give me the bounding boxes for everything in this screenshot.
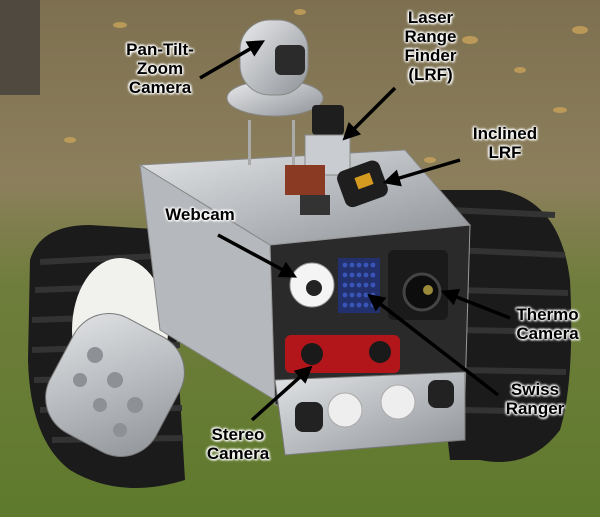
thermo-arrow: [440, 288, 511, 320]
lrf-label: Laser Range Finder (LRF): [404, 8, 457, 84]
sonar-right: [380, 384, 416, 420]
tree-trunk: [0, 0, 40, 95]
ptz-mast-right: [292, 120, 295, 165]
ptz-mast-left: [248, 120, 251, 165]
stereo-lens-right: [369, 341, 391, 363]
ptz-lens-window: [275, 45, 305, 75]
top-connector: [300, 195, 330, 215]
swiss-ranger-label: Swiss Ranger: [505, 380, 565, 418]
lrf-arrow: [342, 86, 397, 141]
stereo-camera-label: Stereo Camera: [206, 425, 270, 463]
plate-holes: [73, 347, 143, 437]
leaves: [64, 9, 588, 163]
webcam-lens: [306, 280, 322, 296]
thermo-camera-lens: [402, 272, 442, 312]
lrf-unit: [312, 105, 344, 135]
webcam-arrow: [217, 233, 298, 278]
ptz-arrow: [199, 40, 266, 80]
top-electronics: [285, 165, 325, 195]
ptz-camera-label: Pan-Tilt- Zoom Camera: [126, 40, 194, 97]
inclined-lrf-arrow: [382, 158, 461, 187]
webcam-label: Webcam: [165, 205, 235, 224]
sonar-left: [327, 392, 363, 428]
stereo-lens-left: [301, 343, 323, 365]
swiss-arrow: [367, 293, 500, 397]
inclined-lrf-label: Inclined LRF: [472, 124, 538, 162]
thermo-lens-glint: [423, 285, 433, 295]
ptz-body: [239, 19, 309, 96]
inclined-lrf-accent: [354, 172, 374, 190]
thermo-camera-label: Thermo Camera: [516, 305, 579, 343]
stereo-arrow: [250, 365, 313, 422]
bumper-light-right: [428, 380, 454, 408]
bumper-light-left: [295, 402, 323, 432]
right-track-treads: [449, 207, 569, 415]
front-bumper: [274, 371, 466, 456]
